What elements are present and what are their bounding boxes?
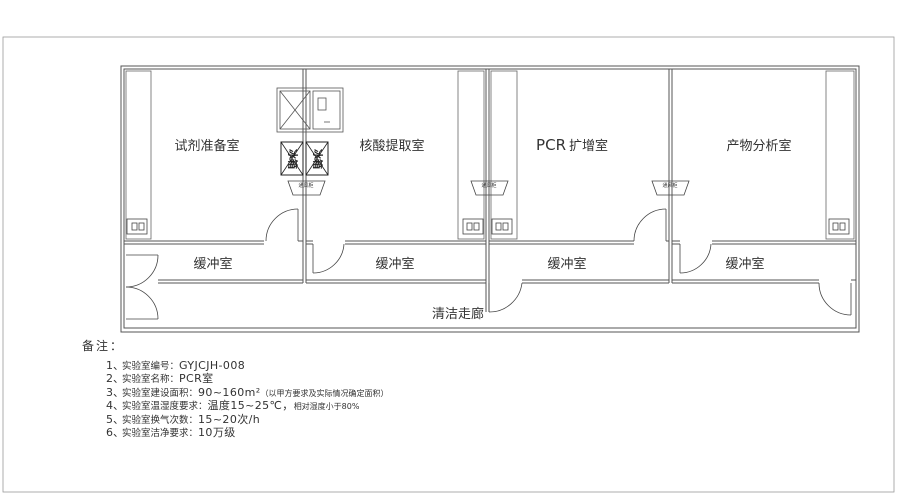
room-label-buffer-1: 缓冲室 — [193, 256, 232, 272]
room-label-pcr-suffix: 扩增室 — [569, 138, 608, 154]
drawing-frame — [2, 36, 895, 493]
room-label-reagent-prep: 试剂准备室 — [174, 138, 239, 154]
room-label-buffer-3: 缓冲室 — [547, 256, 586, 272]
note-item: 2、实验室名称：PCR室 — [106, 372, 214, 386]
fridge-right-label: 冰箱 — [311, 149, 324, 169]
note-item: 4、实验室温湿度要求：温度15~25℃，相对湿度小于80% — [106, 399, 360, 413]
cabinet-label-1: 通风柜 — [298, 182, 313, 189]
note-item: 1、实验室编号：GYJCJH-008 — [106, 359, 246, 372]
room-label-corridor: 清洁走廊 — [432, 306, 484, 322]
wall-sockets — [126, 218, 850, 235]
note-item: 5、实验室换气次数：15~20次/h — [106, 412, 261, 426]
fume-cabinets — [287, 180, 690, 196]
cabinet-label-2: 通风柜 — [481, 182, 496, 189]
door-swings — [125, 208, 852, 320]
note-item: 6、实验室洁净要求：10万级 — [106, 426, 236, 440]
room-label-nucleic-extraction: 核酸提取室 — [359, 138, 424, 154]
partition-walls — [123, 69, 856, 320]
refrigerators: 冰箱 冰箱 — [280, 141, 329, 176]
room-label-pcr-prefix: PCR — [536, 136, 566, 154]
room-label-product-analysis: 产物分析室 — [726, 138, 791, 154]
notes-title: 备注： — [82, 339, 125, 353]
wall-benches — [125, 70, 855, 240]
room-label-buffer-4: 缓冲室 — [725, 256, 764, 272]
cabinet-label-3: 通风柜 — [662, 182, 677, 189]
outer-walls — [120, 65, 860, 333]
fridge-left-label: 冰箱 — [286, 149, 299, 169]
notes-section: 备注： 1、实验室编号：GYJCJH-008 2、实验室名称：PCR室 3、实验… — [82, 337, 389, 440]
note-item: 3、实验室建设面积：90~160m²（以甲方要求及实际情况确定面积） — [106, 385, 389, 399]
pass-box — [276, 87, 344, 133]
room-label-buffer-2: 缓冲室 — [375, 256, 414, 272]
